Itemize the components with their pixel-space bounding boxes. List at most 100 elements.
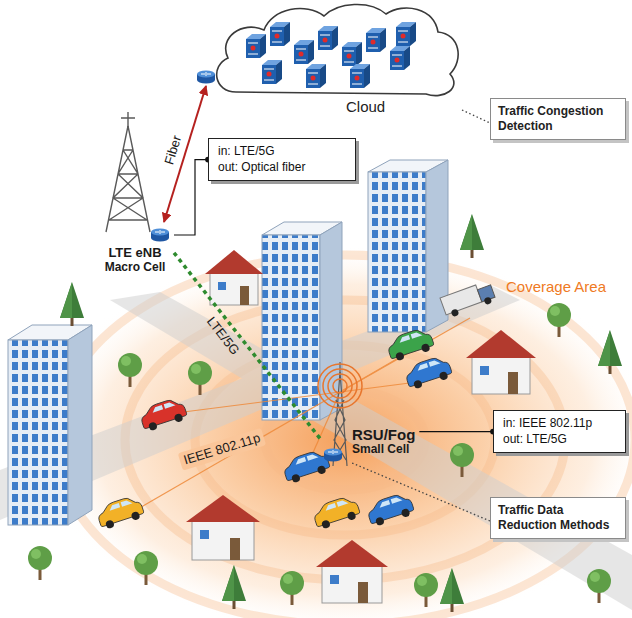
v2i-link — [117, 392, 340, 521]
server — [366, 28, 386, 52]
house-window — [330, 575, 339, 584]
pine-tree — [222, 565, 246, 609]
macro-tower — [106, 112, 150, 232]
callout-text: Traffic Congestion Detection — [498, 104, 618, 134]
cloud-outline — [206, 0, 462, 124]
house-door — [230, 538, 240, 560]
pine-tree — [460, 214, 484, 258]
house-roof — [316, 540, 388, 567]
server — [294, 40, 314, 64]
server — [306, 64, 326, 88]
router — [324, 449, 342, 462]
truck — [440, 280, 497, 319]
interface-in: in: LTE/5G — [218, 144, 346, 160]
house-wall — [472, 356, 530, 394]
car — [311, 494, 361, 531]
tree — [188, 361, 212, 395]
tree — [450, 443, 474, 477]
wave — [323, 369, 357, 403]
server — [390, 46, 410, 70]
cloud-label: Cloud — [346, 98, 462, 116]
station-name: LTE eNB — [96, 246, 174, 261]
wireless-backhaul — [174, 253, 322, 441]
server — [246, 34, 266, 58]
wave — [328, 374, 352, 398]
building — [8, 325, 92, 525]
wave — [333, 379, 347, 393]
house-roof — [466, 330, 536, 358]
interface-leader — [419, 431, 493, 432]
rsu-waves — [318, 364, 362, 408]
cloud-fill — [217, 4, 459, 95]
callout-leader — [462, 110, 490, 123]
server — [350, 64, 370, 88]
cell-type: Macro Cell — [96, 261, 174, 275]
truck-wheel — [483, 296, 492, 305]
roadside-unit: RSU/FogSmall Cell — [322, 424, 419, 463]
server — [270, 22, 290, 46]
station-name: RSU/Fog — [352, 426, 415, 443]
house-wall — [192, 520, 254, 560]
tree — [547, 303, 571, 337]
pine-tree — [598, 330, 622, 374]
truck-wheel — [450, 308, 459, 317]
house — [316, 540, 388, 603]
house-roof — [205, 250, 263, 274]
callout-text: Traffic Data Reduction Methods — [498, 503, 618, 533]
vehicle-links — [117, 318, 470, 521]
house-wall — [210, 272, 258, 305]
tree — [28, 546, 52, 580]
interface-out: out: Optical fiber — [218, 160, 346, 176]
house-roof — [186, 495, 260, 522]
car — [95, 494, 145, 531]
building-front — [368, 172, 426, 332]
building-front — [8, 340, 68, 525]
house — [186, 495, 260, 560]
cloud-outline-path — [217, 4, 459, 95]
tree — [587, 569, 611, 603]
building-side — [68, 325, 92, 525]
interface-leader — [174, 160, 208, 235]
house — [205, 250, 263, 305]
interface-box: in: LTE/5Gout: Optical fiber — [208, 138, 356, 181]
cloud-shape: Cloud — [206, 0, 462, 124]
car — [138, 396, 188, 433]
pine-tree — [440, 568, 464, 612]
servers — [246, 22, 416, 88]
building — [368, 160, 448, 332]
house-door — [240, 286, 249, 305]
car — [281, 448, 331, 485]
tree — [118, 353, 142, 387]
link-label: IEEE 802.11p — [178, 428, 267, 470]
cell-type: Small Cell — [352, 443, 415, 457]
building — [262, 222, 342, 420]
pine-tree — [60, 282, 84, 326]
interface-box: in: IEEE 802.11pout: LTE/5G — [493, 410, 626, 453]
edge-label: Fiber — [161, 134, 185, 167]
tree — [280, 571, 304, 605]
truck-box — [440, 285, 482, 315]
house-door — [508, 372, 518, 394]
house-wall — [322, 565, 382, 603]
house-window — [480, 366, 489, 375]
connectors — [164, 86, 493, 521]
road — [110, 292, 632, 610]
car — [385, 326, 435, 363]
server — [262, 60, 282, 84]
edge-label: LTE/5G — [203, 314, 242, 358]
callout-box: Traffic Data Reduction Methods — [490, 497, 626, 539]
tree — [134, 551, 158, 585]
region-label: Coverage Area — [506, 278, 606, 296]
tower-antenna — [121, 112, 135, 128]
interface-out: out: LTE/5G — [503, 432, 616, 448]
router — [151, 229, 169, 242]
building-front — [262, 235, 320, 420]
v2i-link — [340, 318, 470, 392]
tower-lattice — [106, 126, 150, 232]
base-station: LTE eNBMacro Cell — [96, 222, 174, 279]
house-window — [200, 530, 209, 539]
callout-leader — [352, 463, 490, 521]
server — [396, 22, 416, 46]
car — [403, 354, 453, 391]
v2i-link — [160, 392, 340, 415]
